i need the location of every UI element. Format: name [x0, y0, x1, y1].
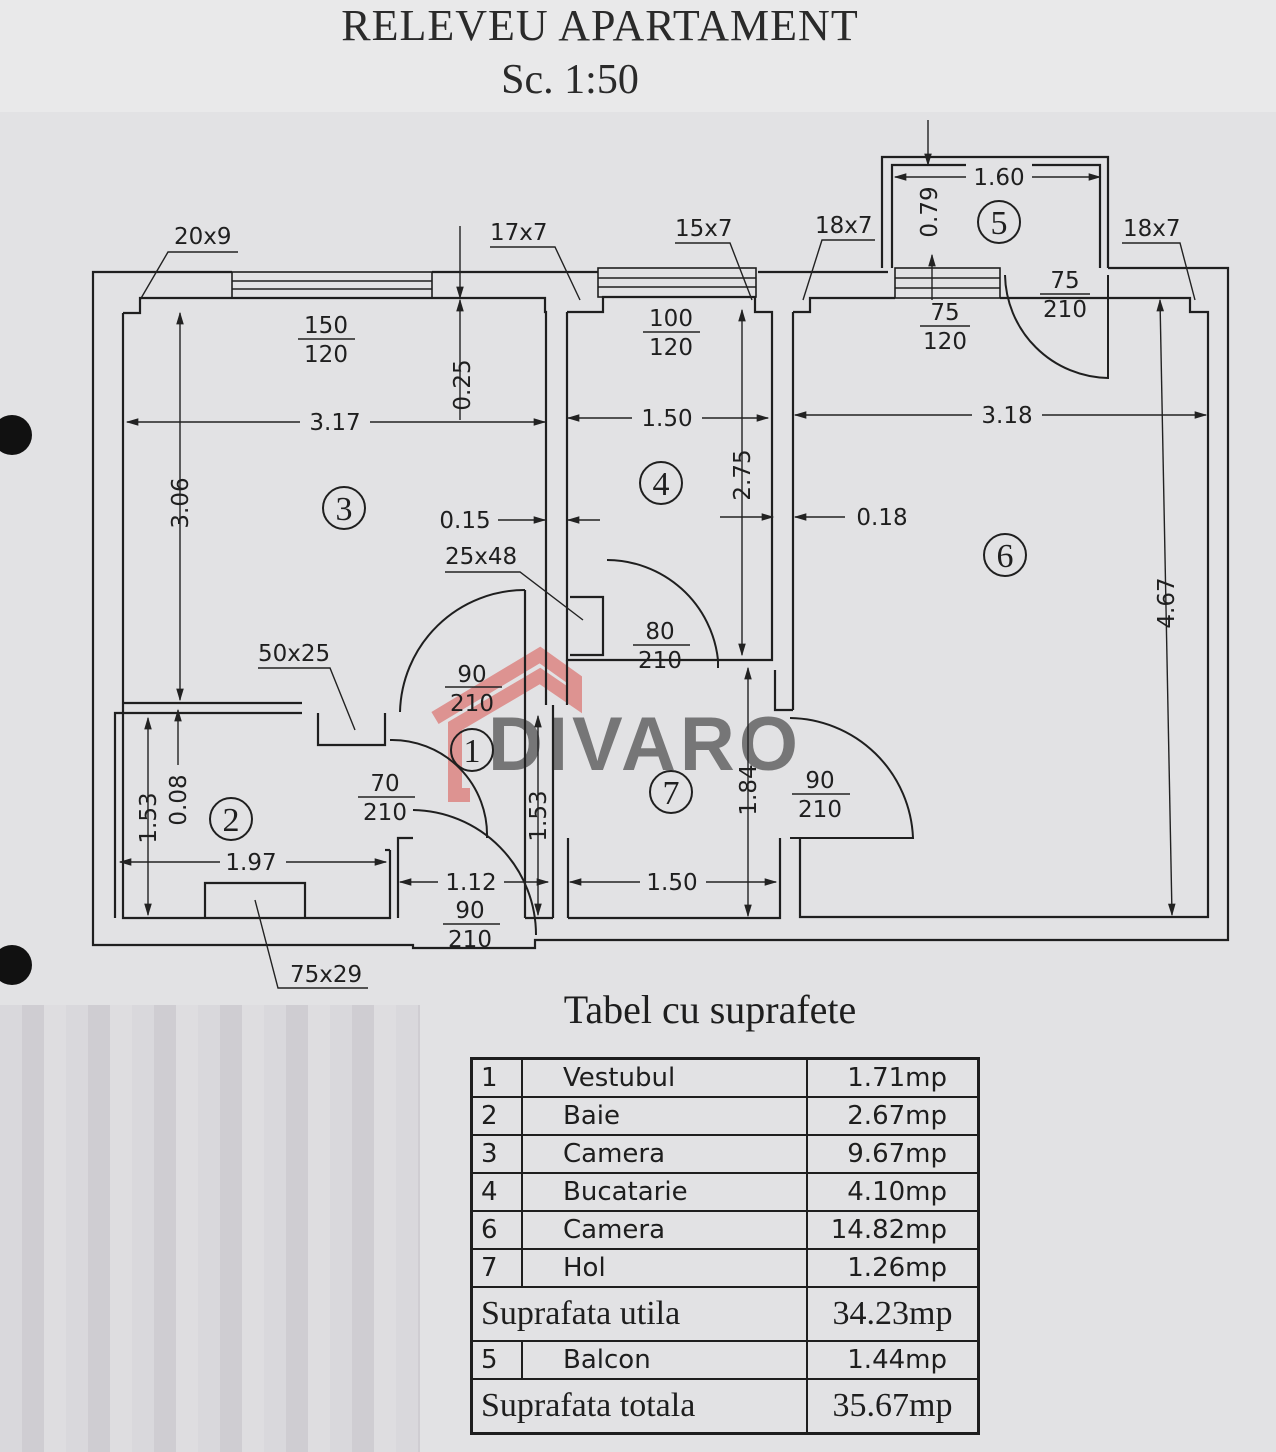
label-bathtub-75x29: 75x29 — [290, 962, 362, 988]
room-label-1: 1 — [464, 733, 481, 770]
door-r2-height: 210 — [363, 800, 407, 826]
window-r3-width: 150 — [304, 313, 348, 339]
room-label-2: 2 — [223, 802, 240, 839]
row-area: 1.26mp — [806, 1248, 980, 1288]
row-number: 4 — [470, 1172, 523, 1212]
row-room-name: Hol — [521, 1248, 808, 1288]
doors — [389, 274, 1109, 936]
useful-area-label: Suprafata utila — [470, 1286, 808, 1342]
total-area-value: 35.67mp — [806, 1378, 980, 1435]
table-row: 7 Hol 1.26mp — [470, 1248, 980, 1288]
row-area: 2.67mp — [806, 1096, 980, 1136]
door-r4-width: 80 — [645, 619, 674, 645]
dim-r4-height: 2.75 — [730, 449, 756, 500]
door-balcony-height: 210 — [1043, 297, 1087, 323]
door-balcony-width: 75 — [1050, 268, 1079, 294]
walls — [91, 155, 1230, 950]
row-area: 4.10mp — [806, 1172, 980, 1212]
dim-r7-height: 1.84 — [736, 764, 762, 815]
dim-r6-width: 3.18 — [981, 403, 1032, 429]
dim-wall-018: 0.18 — [856, 505, 907, 531]
punch-hole — [0, 415, 32, 455]
row-room-name: Camera — [521, 1134, 808, 1174]
dim-r1-height: 1.53 — [526, 790, 552, 841]
window-r4-height: 120 — [649, 335, 693, 361]
dim-r3-width: 3.17 — [309, 410, 360, 436]
label-column-20x9: 20x9 — [174, 224, 232, 250]
row-room-name: Bucatarie — [521, 1172, 808, 1212]
floor-plan: DIVARO — [91, 120, 1230, 989]
table-row: 2 Baie 2.67mp — [470, 1096, 980, 1136]
label-duct-50x25: 50x25 — [258, 641, 330, 667]
table-row: 1 Vestubul 1.71mp — [470, 1057, 980, 1098]
dim-r7-width: 1.50 — [646, 870, 697, 896]
table-row: 3 Camera 9.67mp — [470, 1134, 980, 1174]
label-column-17x7: 17x7 — [490, 220, 548, 246]
dim-wall-025: 0.25 — [450, 359, 476, 410]
door-r6-height: 210 — [798, 797, 842, 823]
row-area: 9.67mp — [806, 1134, 980, 1174]
areas-table-title: Tabel cu suprafete — [563, 987, 857, 1032]
row-area: 14.82mp — [806, 1210, 980, 1250]
row-number: 7 — [470, 1248, 523, 1288]
door-r3-width: 90 — [457, 662, 486, 688]
room-label-3: 3 — [336, 491, 353, 528]
row-number: 5 — [470, 1340, 523, 1380]
door-entry-height: 210 — [448, 927, 492, 953]
row-room-name: Camera — [521, 1210, 808, 1250]
paper-header — [0, 0, 1276, 120]
dim-r5-depth: 0.79 — [917, 186, 943, 237]
table-row: 4 Bucatarie 4.10mp — [470, 1172, 980, 1212]
window-r6-height: 120 — [923, 329, 967, 355]
door-r6-width: 90 — [805, 768, 834, 794]
label-column-18x7-a: 18x7 — [815, 213, 873, 239]
row-room-name: Baie — [521, 1096, 808, 1136]
useful-area-value: 34.23mp — [806, 1286, 980, 1342]
blurred-region — [0, 1005, 420, 1452]
door-r2-width: 70 — [370, 771, 399, 797]
windows — [231, 267, 1001, 299]
punch-hole — [0, 945, 32, 985]
dim-r2-height: 1.53 — [136, 792, 162, 843]
total-area-row: Suprafata totala 35.67mp — [470, 1378, 980, 1435]
row-area: 1.71mp — [806, 1057, 980, 1098]
room-label-7: 7 — [663, 775, 680, 812]
room-label-6: 6 — [997, 538, 1014, 575]
room-markers — [209, 200, 1027, 841]
label-column-15x7: 15x7 — [675, 216, 733, 242]
row-room-name: Balcon — [521, 1340, 808, 1380]
row-number: 2 — [470, 1096, 523, 1136]
door-r4-height: 210 — [638, 648, 682, 674]
window-r6-width: 75 — [930, 300, 959, 326]
dim-wall-008: 0.08 — [166, 774, 192, 825]
label-column-18x7-b: 18x7 — [1123, 216, 1181, 242]
dim-r1-width: 1.12 — [445, 870, 496, 896]
dim-r2-width: 1.97 — [225, 850, 276, 876]
dim-r3-height: 3.06 — [168, 477, 194, 528]
room-label-5: 5 — [991, 205, 1008, 242]
row-number: 1 — [470, 1057, 523, 1098]
total-area-label: Suprafata totala — [470, 1378, 808, 1435]
useful-area-row: Suprafata utila 34.23mp — [470, 1286, 980, 1342]
window-r4-width: 100 — [649, 306, 693, 332]
dim-wall-015: 0.15 — [439, 508, 490, 534]
room-label-4: 4 — [653, 466, 670, 503]
door-r3-height: 210 — [450, 691, 494, 717]
label-duct-25x48: 25x48 — [445, 544, 517, 570]
dim-r5-width: 1.60 — [973, 165, 1024, 191]
row-area: 1.44mp — [806, 1340, 980, 1380]
row-room-name: Vestubul — [521, 1057, 808, 1098]
table-row: 6 Camera 14.82mp — [470, 1210, 980, 1250]
dim-r4-width: 1.50 — [641, 406, 692, 432]
dim-r6-height: 4.67 — [1154, 577, 1180, 628]
door-entry-width: 90 — [455, 898, 484, 924]
row-number: 6 — [470, 1210, 523, 1250]
window-r3-height: 120 — [304, 342, 348, 368]
areas-table: 1 Vestubul 1.71mp 2 Baie 2.67mp 3 Camera… — [470, 1057, 980, 1435]
table-row: 5 Balcon 1.44mp — [470, 1340, 980, 1380]
page-title: RELEVEU APARTAMENT — [341, 1, 859, 50]
scale-label: Sc. 1:50 — [501, 57, 639, 103]
row-number: 3 — [470, 1134, 523, 1174]
